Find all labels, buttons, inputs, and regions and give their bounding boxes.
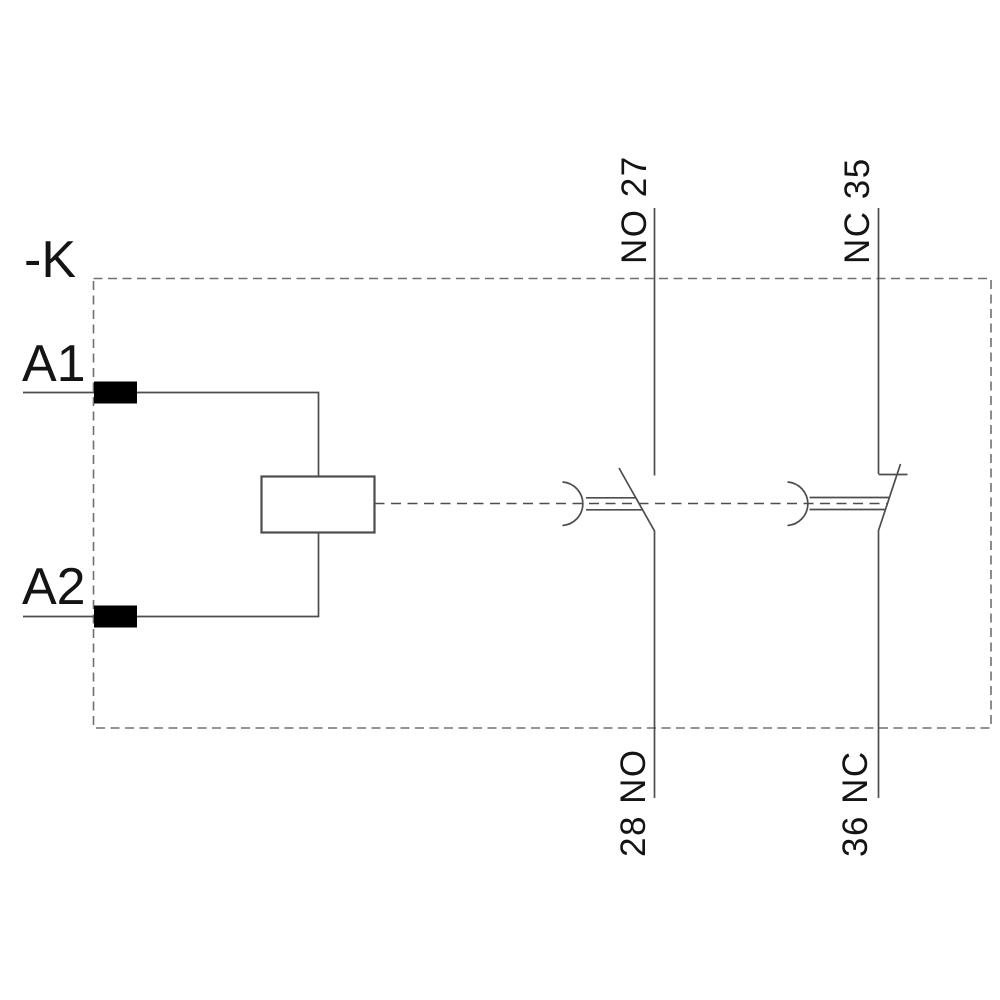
- no-contact-bottom-label: 28 NO: [614, 748, 653, 857]
- actuator-link-lines: [586, 496, 643, 511]
- actuator-link-lines: [809, 496, 889, 511]
- nc-contact-blade-and-bottom-conductor: [877, 463, 902, 798]
- relay-enclosure-outline: [92, 277, 992, 729]
- coil-circuit: A1 A2: [22, 335, 376, 628]
- coil-terminal-a2-label: A2: [22, 558, 86, 616]
- no-contact: NO 27 28 NO: [562, 155, 656, 857]
- actuator-fork-icon: [562, 481, 584, 527]
- nc-contact-top-label: NC 35: [838, 157, 877, 264]
- coil-symbol: [260, 475, 376, 534]
- coil-terminal-a1-label: A1: [22, 335, 86, 393]
- no-contact-blade-and-bottom-conductor: [618, 467, 656, 798]
- a1-wire: [23, 391, 320, 477]
- nc-contact: NC 35 36 NC: [787, 157, 908, 857]
- terminal-a2-pad: [94, 605, 137, 628]
- terminal-a1-pad: [94, 381, 137, 404]
- no-contact-top-label: NO 27: [615, 155, 654, 264]
- device-designation-label: -K: [24, 231, 76, 289]
- nc-contact-bottom-label: 36 NC: [836, 750, 875, 857]
- actuator-fork-icon: [787, 481, 809, 527]
